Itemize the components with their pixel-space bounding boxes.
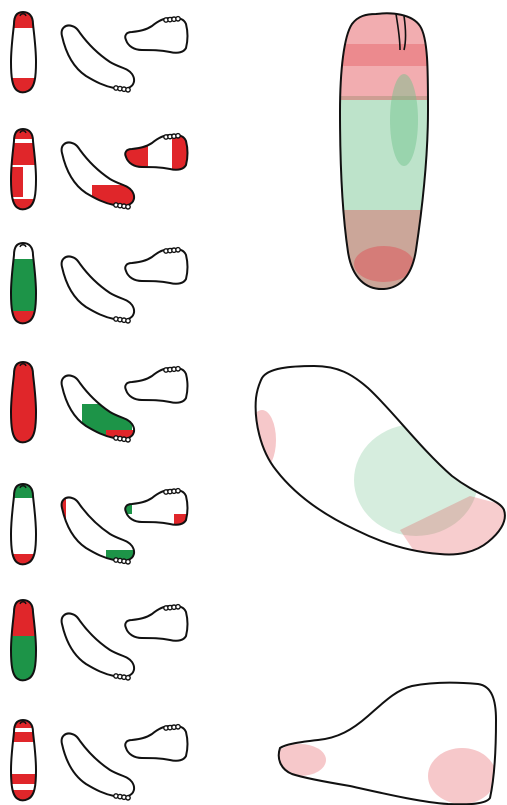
foot-row bbox=[9, 127, 192, 215]
medial-view bbox=[62, 256, 134, 323]
foot-row bbox=[9, 10, 188, 98]
sole-view bbox=[9, 718, 39, 805]
lateral-view bbox=[125, 17, 187, 53]
foot-row bbox=[9, 360, 188, 448]
foot-row bbox=[9, 243, 188, 329]
medial-view bbox=[62, 613, 134, 680]
lateral-toes bbox=[164, 367, 180, 373]
composite-views bbox=[248, 10, 507, 804]
lateral-toes bbox=[164, 725, 180, 731]
sole-view bbox=[9, 482, 39, 570]
sole-view bbox=[9, 243, 39, 329]
lateral-view bbox=[122, 489, 194, 528]
lateral-view bbox=[125, 367, 187, 403]
small-foot-rows bbox=[9, 10, 194, 805]
composite-medial bbox=[248, 366, 507, 560]
lateral-view bbox=[125, 605, 187, 641]
sole-view bbox=[9, 127, 39, 211]
sole-view bbox=[9, 10, 39, 98]
composite-sole bbox=[336, 10, 432, 296]
lateral-toes bbox=[164, 134, 180, 140]
lateral-view bbox=[122, 133, 192, 173]
sole-view bbox=[9, 598, 39, 686]
lateral-toes bbox=[164, 17, 180, 23]
sole-view bbox=[9, 360, 39, 448]
lateral-toes bbox=[164, 248, 180, 254]
foot-row bbox=[9, 718, 188, 805]
lateral-toes bbox=[164, 489, 180, 495]
lateral-toes bbox=[164, 605, 180, 611]
composite-lateral bbox=[274, 683, 496, 805]
foot-row bbox=[9, 482, 194, 570]
lateral-view bbox=[125, 248, 187, 284]
lateral-view bbox=[125, 725, 187, 761]
medial-view bbox=[62, 733, 134, 800]
foot-row bbox=[9, 598, 188, 686]
medial-view bbox=[62, 25, 134, 92]
composite-sole-overlay bbox=[336, 10, 432, 296]
